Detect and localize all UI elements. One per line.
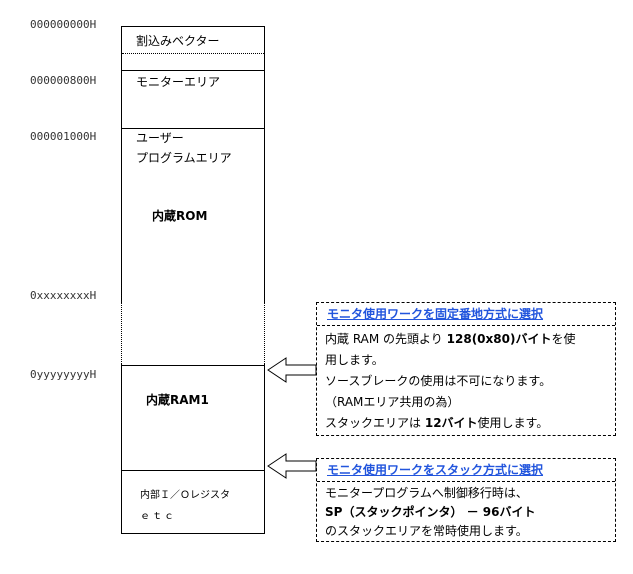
note-fixed-line5-c: 使用します。: [477, 416, 549, 430]
rom-label: 内蔵ROM: [152, 209, 208, 223]
address-label-monitor: 000000800H: [30, 74, 97, 87]
note-fixed-line5: スタックエリアは 12バイト使用します。: [325, 413, 609, 434]
note-fixed-line5-b: 12バイト: [424, 416, 478, 430]
note-fixed-title: モニタ使用ワークを固定番地方式に選択: [327, 307, 544, 321]
divider-user: [122, 128, 264, 129]
memory-map: 割込みベクター モニターエリア ユーザー プログラムエリア 内蔵ROM 内蔵RA…: [121, 26, 265, 534]
note-stack-body: モニタープログラムへ制御移行時は、 SP（スタックポインタ） － 96バイト の…: [317, 482, 615, 547]
vector-area-label: 割込みベクター: [136, 34, 220, 48]
divider-vector-dotted: [122, 53, 264, 54]
note-fixed-address: モニタ使用ワークを固定番地方式に選択 内蔵 RAM の先頭より 128(0x80…: [316, 302, 616, 436]
divider-ram-start: [122, 365, 264, 366]
note-fixed-line3: ソースブレークの使用は不可になります。: [325, 374, 552, 388]
user-area-label-line2: プログラムエリア: [136, 151, 232, 165]
divider-monitor: [122, 70, 264, 71]
address-label-ram: 0yyyyyyyyH: [30, 368, 97, 381]
note-fixed-line1-a: 内蔵 RAM の先頭より: [325, 332, 443, 346]
divider-io: [122, 470, 264, 471]
note-stack-line3: のスタックエリアを常時使用します。: [325, 524, 528, 538]
arrow-to-io-icon: [267, 453, 317, 479]
note-stack-title: モニタ使用ワークをスタック方式に選択: [327, 463, 544, 477]
note-fixed-line1-c: を使: [551, 332, 576, 346]
io-label-line2: ｅｔｃ: [140, 511, 176, 522]
note-stack-line1: モニタープログラムへ制御移行時は、: [325, 486, 528, 500]
arrow-to-ram-icon: [267, 357, 317, 383]
note-fixed-line1-b: 128(0x80)バイト: [446, 332, 552, 346]
note-fixed-separator: [317, 325, 615, 326]
address-label-user: 000001000H: [30, 130, 97, 143]
note-fixed-line2: 用します。: [325, 353, 384, 367]
io-label-line1: 内部Ｉ／Ｏレジスタ: [140, 490, 230, 501]
note-fixed-body: 内蔵 RAM の先頭より 128(0x80)バイトを使 用します。 ソースブレー…: [317, 326, 615, 440]
note-stack-mode: モニタ使用ワークをスタック方式に選択 モニタープログラムへ制御移行時は、 SP（…: [316, 458, 616, 542]
user-area-label-line1: ユーザー: [136, 131, 184, 145]
gap-region: [121, 302, 265, 364]
note-stack-line2-b: － 96バイト: [462, 505, 536, 519]
ram-label: 内蔵RAM1: [146, 393, 209, 407]
note-fixed-line5-a: スタックエリアは: [325, 416, 422, 430]
monitor-area-label: モニターエリア: [136, 75, 221, 89]
note-stack-line2: SP（スタックポインタ） － 96バイト: [325, 503, 609, 522]
note-fixed-line1: 内蔵 RAM の先頭より 128(0x80)バイトを使: [325, 329, 609, 350]
note-stack-separator: [317, 481, 615, 482]
address-label-gap: 0xxxxxxxxH: [30, 289, 97, 302]
note-fixed-line4: （RAMエリア共用の為）: [325, 395, 460, 409]
note-stack-line2-a: SP（スタックポインタ）: [325, 505, 463, 519]
address-label-vector: 000000000H: [30, 18, 97, 31]
